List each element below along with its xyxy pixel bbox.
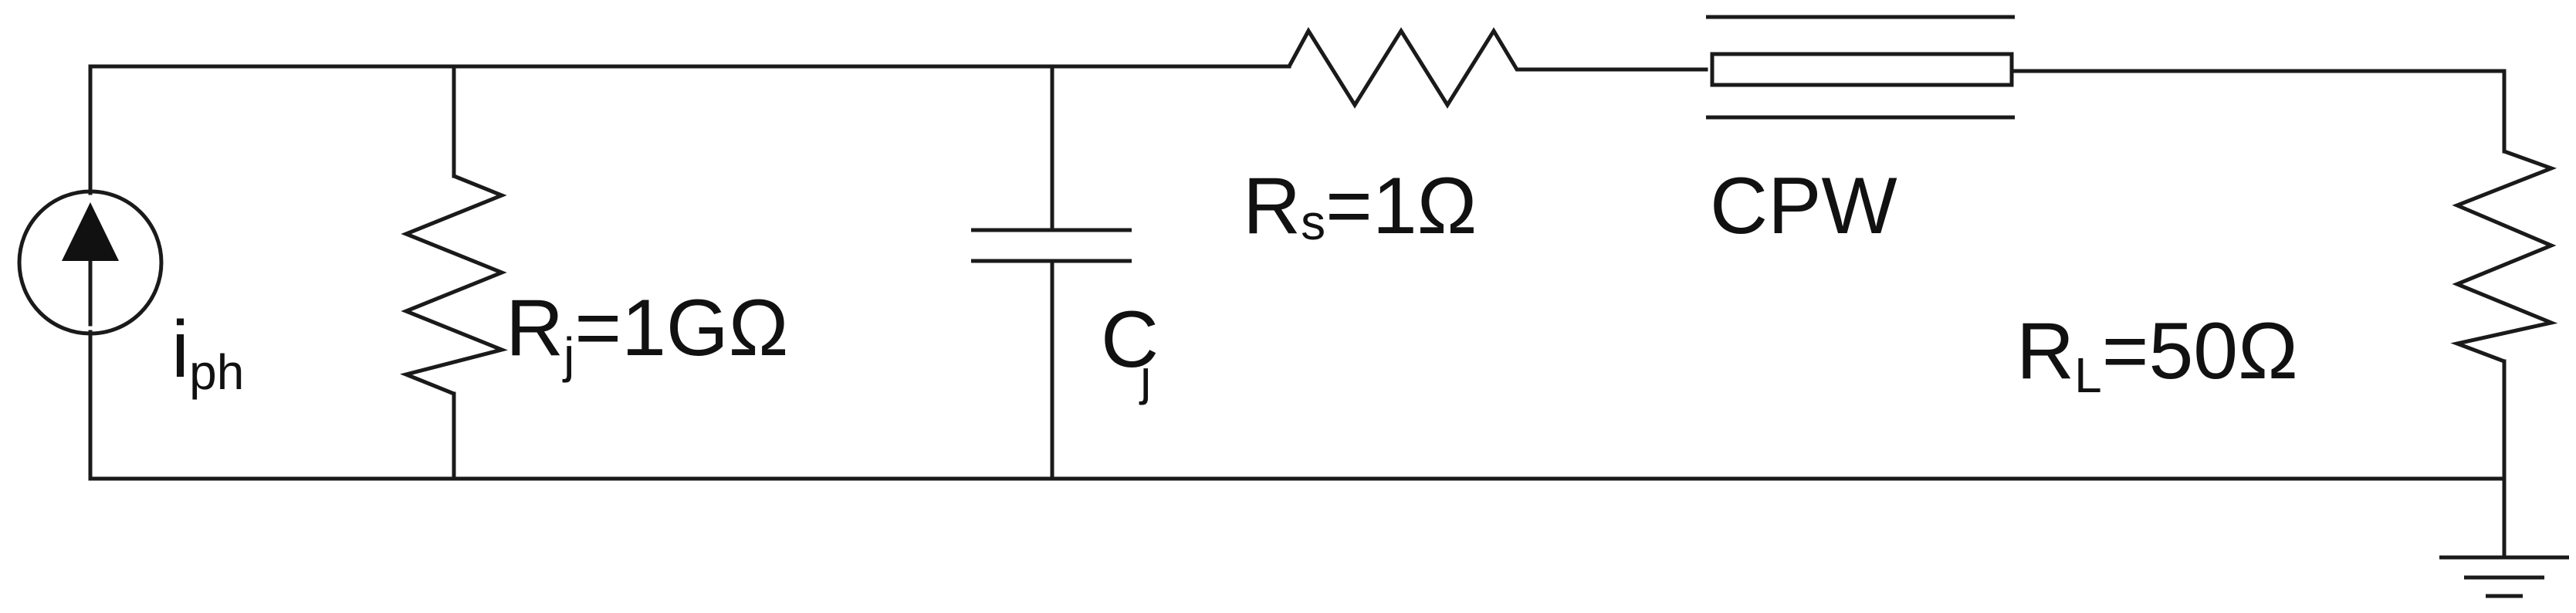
cpw-center-conductor bbox=[1710, 52, 2014, 87]
cpw-transmission-line bbox=[1706, 15, 2015, 120]
label-iph-subscript: ph bbox=[189, 344, 244, 400]
junction-resistor bbox=[400, 64, 508, 481]
label-rj-symbol: R bbox=[506, 283, 564, 373]
label-cj-symbol: C bbox=[1101, 295, 1159, 384]
current-source bbox=[17, 64, 164, 481]
label-rs-subscript: s bbox=[1301, 195, 1325, 250]
label-cj: Cj bbox=[1101, 295, 1159, 405]
label-rs: Rs=1Ω bbox=[1243, 161, 1477, 251]
rl-zigzag bbox=[2450, 149, 2558, 364]
current-source-circle bbox=[17, 189, 164, 336]
label-rl-symbol: R bbox=[2016, 306, 2074, 396]
label-cpw: CPW bbox=[1710, 161, 1897, 251]
label-iph-symbol: i bbox=[171, 305, 189, 395]
label-rs-value: =1Ω bbox=[1325, 161, 1477, 251]
ground-icon bbox=[2439, 555, 2569, 598]
label-rj: Rj=1GΩ bbox=[506, 283, 789, 383]
rs-zigzag bbox=[1287, 27, 1532, 109]
rj-zigzag bbox=[400, 174, 508, 396]
label-rj-subscript: j bbox=[562, 327, 574, 383]
load-resistor bbox=[2450, 69, 2558, 558]
label-cj-subscript: j bbox=[1139, 350, 1151, 405]
current-source-arrow-head bbox=[62, 202, 119, 261]
label-rl: RL=50Ω bbox=[2016, 306, 2298, 403]
label-iph: iph bbox=[171, 305, 244, 400]
junction-capacitor bbox=[971, 64, 1132, 481]
label-rs-symbol: R bbox=[1243, 161, 1301, 251]
label-rl-subscript: L bbox=[2074, 347, 2102, 403]
label-rj-value: =1GΩ bbox=[574, 283, 788, 373]
label-rl-value: =50Ω bbox=[2102, 306, 2298, 396]
